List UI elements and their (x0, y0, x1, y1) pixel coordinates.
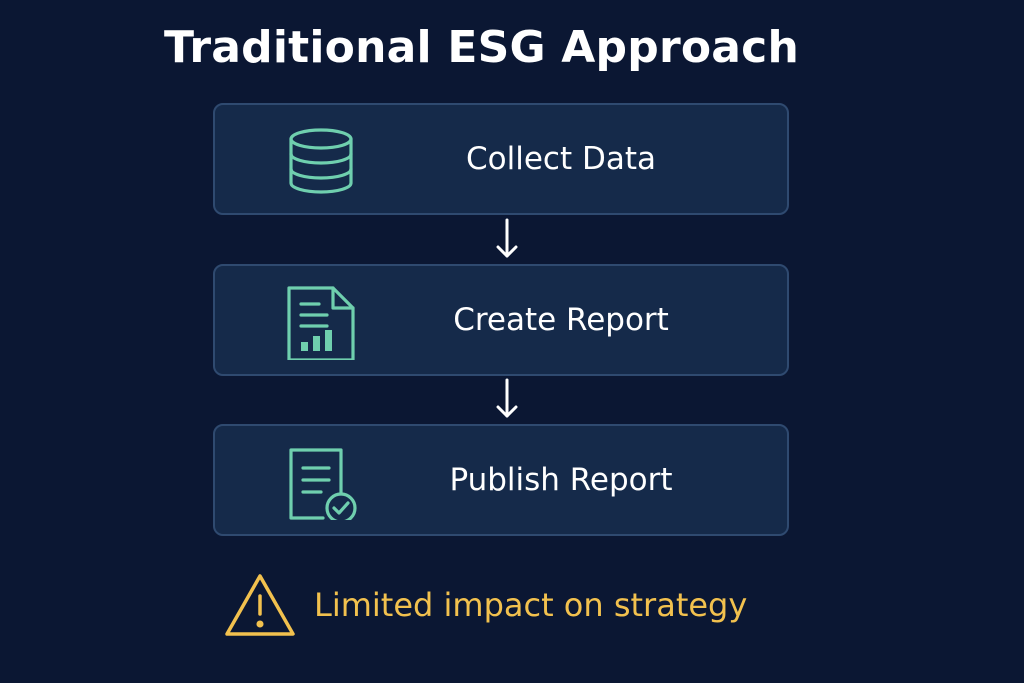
warning-text: Limited impact on strategy (314, 586, 748, 624)
database-icon (283, 123, 359, 199)
step-collect-data: Collect Data (213, 103, 789, 215)
report-chart-icon (283, 284, 359, 360)
arrow-down-icon (495, 218, 519, 260)
warning-callout: Limited impact on strategy (224, 570, 784, 640)
document-check-icon (283, 444, 359, 520)
step-label: Create Report (453, 302, 669, 338)
diagram-title: Traditional ESG Approach (164, 22, 799, 73)
step-label: Collect Data (466, 141, 656, 177)
warning-triangle-icon (224, 572, 296, 638)
step-label: Publish Report (449, 462, 673, 498)
arrow-down-icon (495, 378, 519, 420)
step-publish-report: Publish Report (213, 424, 789, 536)
step-create-report: Create Report (213, 264, 789, 376)
